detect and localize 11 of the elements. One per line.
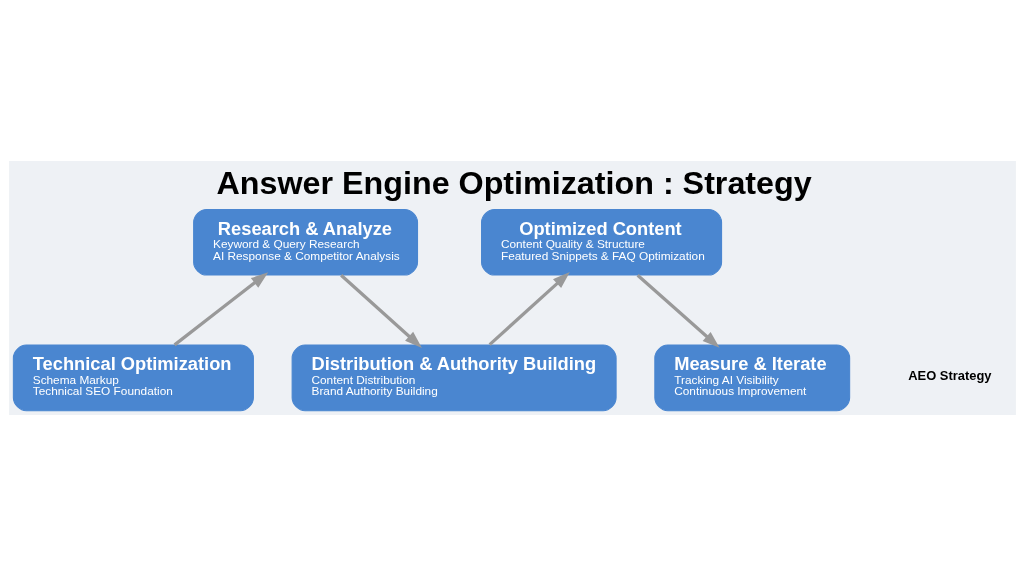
node-box: Distribution & Authority Building Content Distribution Brand Authority Building <box>291 344 617 412</box>
arrow <box>339 274 422 348</box>
arrow <box>488 272 570 346</box>
diagram-title: Answer Engine Optimization : Strategy <box>216 165 812 202</box>
arrow <box>173 272 268 347</box>
arrow <box>636 274 720 348</box>
node-box: Optimized Content Content Quality & Structure Featured Snippets & FAQ Optimization <box>480 208 722 276</box>
node-box: Research & Analyze Keyword & Query Research AI Response & Competitor Analysis <box>192 208 418 276</box>
node-box: Measure & Iterate Tracking AI Visibility Continuous Improvement <box>653 344 850 412</box>
label: AEO Strategy <box>907 368 991 384</box>
node-box: Technical Optimization Schema Markup Technical SEO Foundation <box>12 344 254 412</box>
